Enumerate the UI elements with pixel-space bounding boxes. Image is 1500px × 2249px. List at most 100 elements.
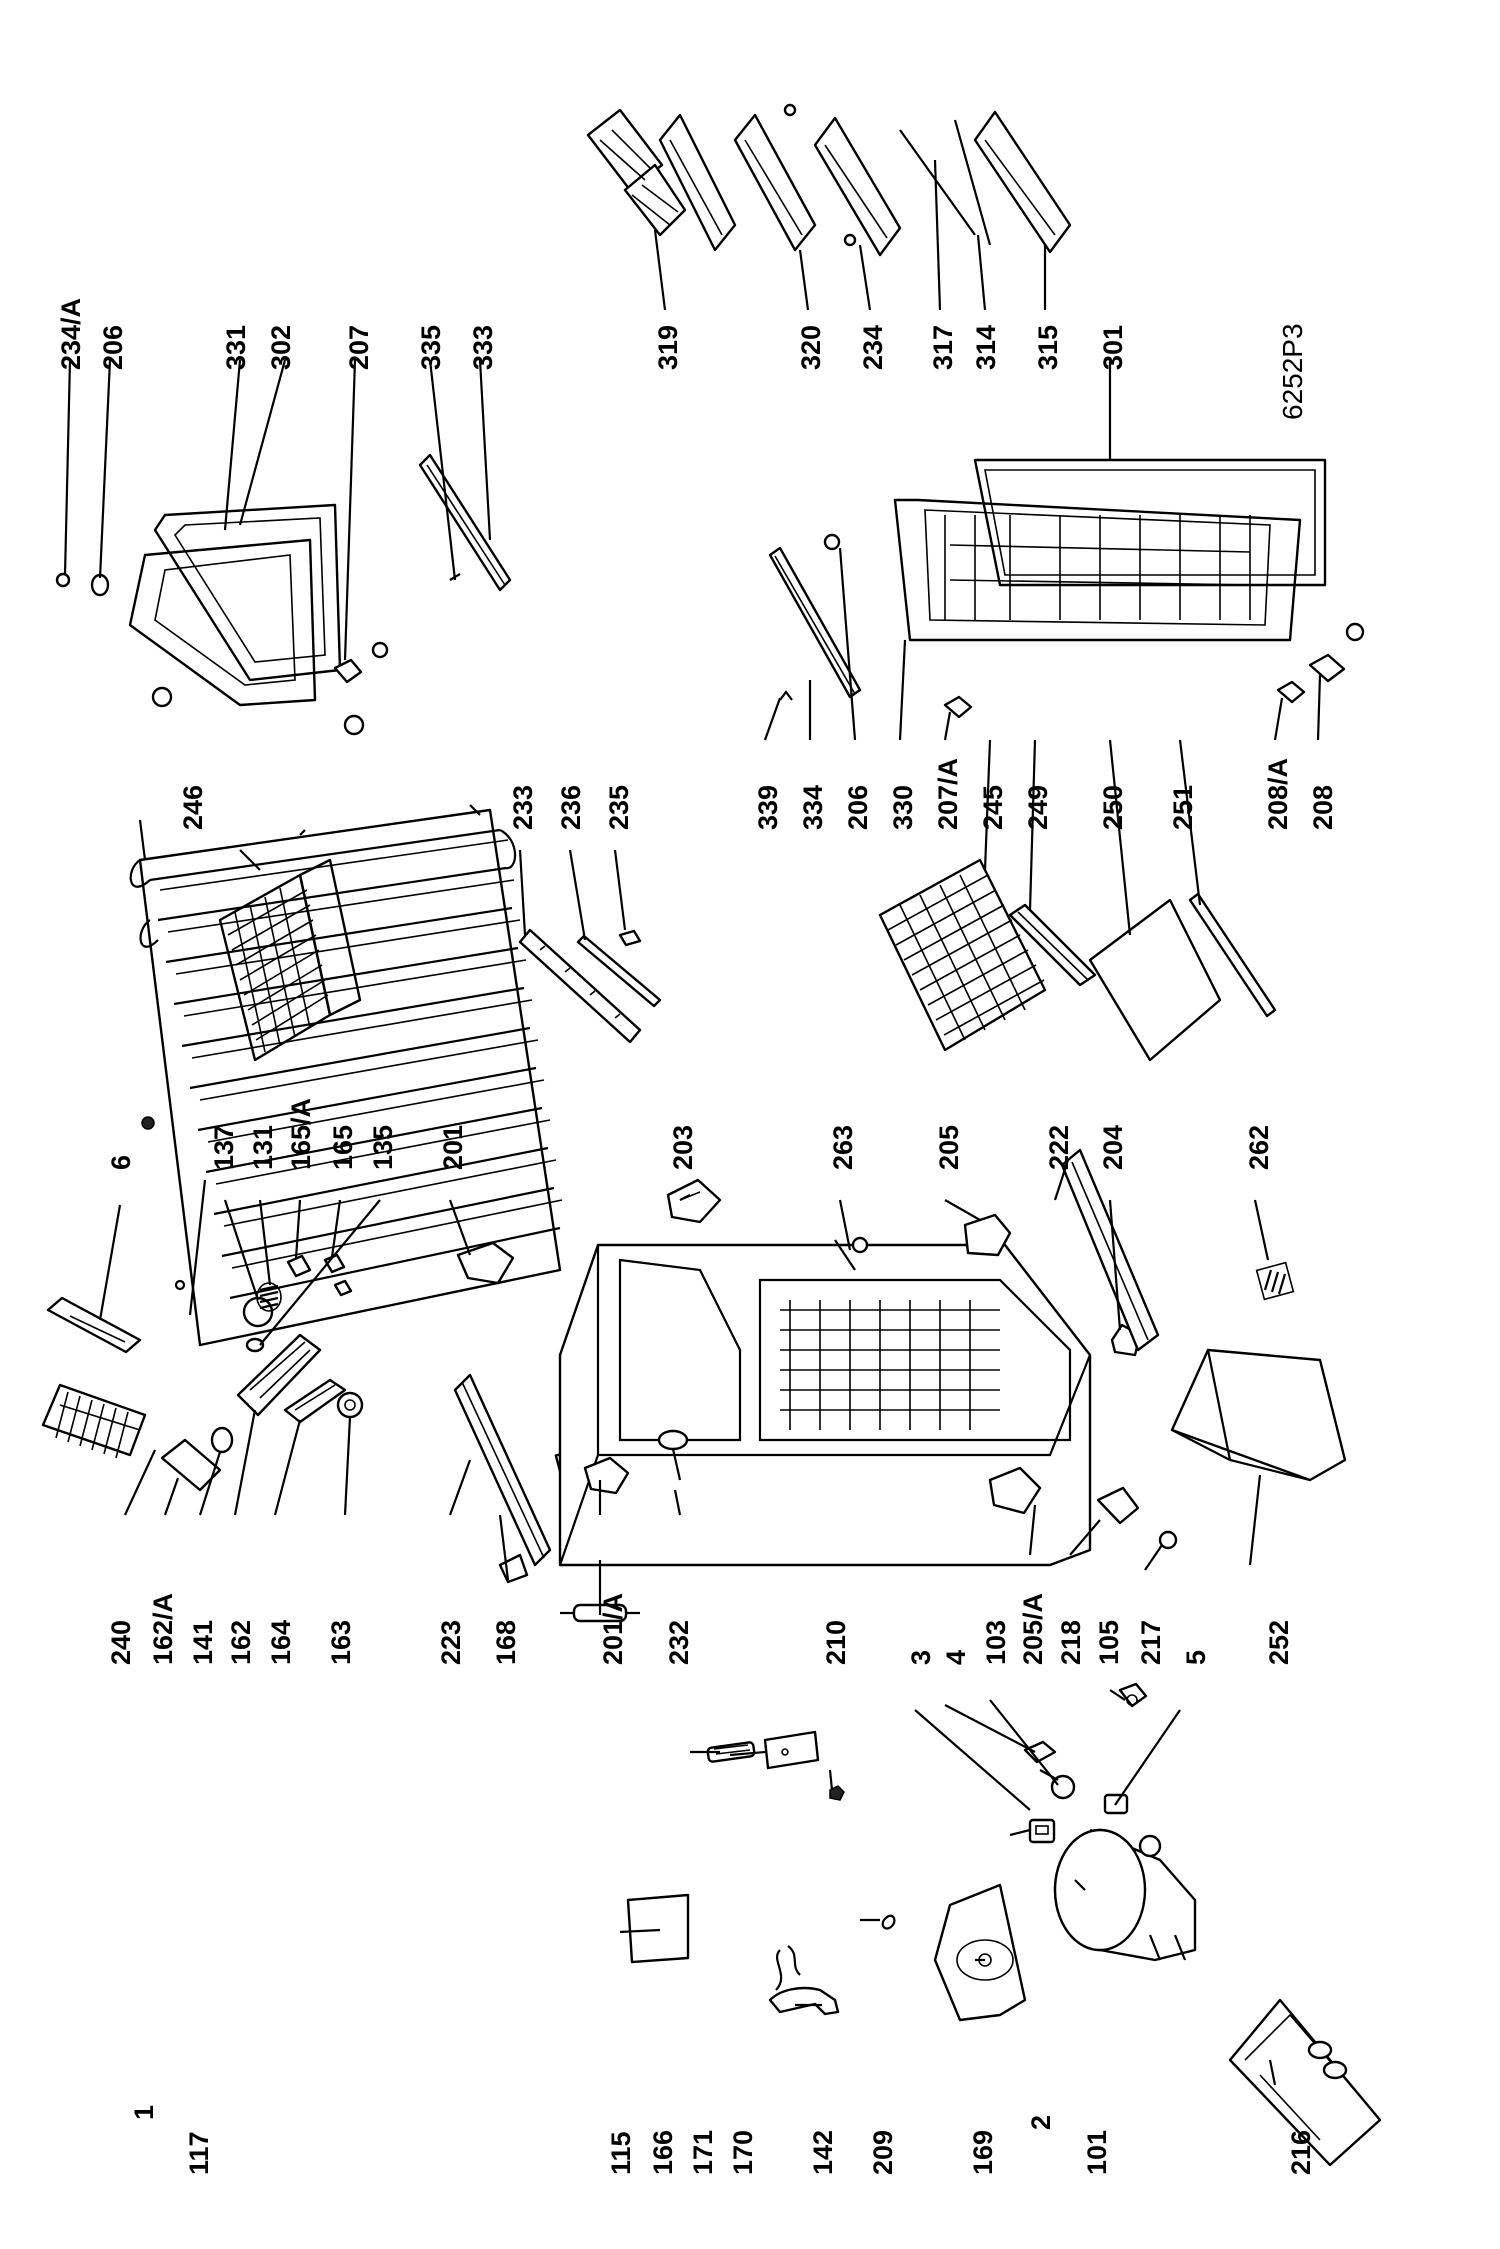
base-plate-216 [1228, 1998, 1382, 2167]
label-330: 330 [888, 785, 918, 830]
clip-235 [618, 929, 642, 947]
wire-shelf-245 [878, 858, 1047, 1052]
label-317: 317 [928, 325, 958, 370]
strip-249 [1008, 903, 1097, 987]
small-ring [174, 1279, 186, 1291]
handle-334 [768, 546, 862, 699]
spring-131 [256, 1282, 282, 1312]
part-209 [881, 1914, 896, 1930]
label-170: 170 [728, 2130, 758, 2175]
label-117: 117 [184, 2131, 214, 2175]
label-314: 314 [971, 325, 1001, 370]
thermal-protector-103 [1039, 1769, 1076, 1800]
door-gasket-301 [973, 458, 1327, 587]
screw-1 [141, 1116, 155, 1130]
label-207a: 207/A [933, 758, 963, 830]
leader-lines [63, 159, 1322, 2086]
label-207: 207 [344, 325, 374, 370]
bar-317 [899, 119, 992, 246]
hinge-203 [666, 1178, 722, 1224]
label-204: 204 [1098, 1125, 1128, 1170]
label-208a: 208/A [1263, 758, 1293, 830]
label-206: 206 [98, 325, 128, 370]
label-333: 333 [468, 325, 498, 370]
label-163: 163 [326, 1620, 356, 1665]
label-252: 252 [1264, 1620, 1294, 1665]
hinge-208 [1308, 653, 1346, 683]
plate-166 [626, 1893, 690, 1964]
label-164: 164 [266, 1620, 296, 1665]
label-250: 250 [1098, 785, 1128, 830]
label-222: 222 [1044, 1125, 1074, 1170]
knob-141 [210, 1426, 234, 1454]
label-209: 209 [868, 2130, 898, 2175]
label-115: 115 [606, 2131, 636, 2175]
stud [843, 233, 857, 247]
label-249: 249 [1023, 785, 1053, 830]
label-206b: 206 [843, 785, 873, 830]
label-162a: 162/A [148, 1593, 178, 1665]
label-208: 208 [1308, 785, 1338, 830]
label-233: 233 [508, 785, 538, 830]
strip-222 [1060, 1148, 1160, 1352]
stud [783, 103, 797, 117]
glass-shelf-250 [1088, 898, 1222, 1062]
relay-2 [1028, 1818, 1056, 1844]
pin [151, 686, 173, 708]
label-171: 171 [688, 2130, 718, 2175]
label-245: 245 [978, 785, 1008, 830]
screw-206 [823, 533, 841, 551]
door-shelf-320b [733, 113, 817, 252]
label-165a: 165/A [286, 1098, 316, 1170]
label-236: 236 [556, 785, 586, 830]
label-232: 232 [664, 1620, 694, 1665]
part-labels: 1 117 115 166 171 170 142 209 169 2 101 … [56, 298, 1338, 2175]
lamp-holder-163 [336, 1391, 364, 1419]
label-141: 141 [188, 1620, 218, 1665]
drawing-code: 6252P3 [1277, 323, 1308, 420]
knob-232 [657, 1429, 689, 1481]
label-218: 218 [1056, 1620, 1086, 1665]
hinge-205 [963, 1213, 1012, 1257]
handle-333 [418, 453, 512, 592]
cap-135 [245, 1337, 265, 1353]
drip-tray-169 [933, 1883, 1027, 2022]
label-320: 320 [796, 325, 826, 370]
strip-223 [453, 1373, 552, 1567]
freezer-door-331 [128, 538, 317, 707]
label-101: 101 [1082, 2130, 1112, 2175]
label-201: 201 [438, 1125, 468, 1170]
light-switch-164 [283, 1378, 347, 1424]
label-2: 2 [1026, 2115, 1056, 2130]
strip-233 [518, 928, 642, 1044]
cap-234a [55, 572, 71, 588]
hinge-207a [943, 695, 973, 719]
label-169: 169 [968, 2130, 998, 2175]
plate-168 [498, 1553, 529, 1584]
crisper-drawer-252 [1170, 1348, 1347, 1482]
cabinet-body [558, 1243, 1092, 1567]
strip-251 [1188, 892, 1277, 1018]
label-135: 135 [368, 1125, 398, 1170]
label-205: 205 [934, 1125, 964, 1170]
label-235: 235 [604, 785, 634, 830]
label-3: 3 [906, 1650, 936, 1665]
strip-236 [576, 934, 662, 1008]
hinge-201a [583, 1456, 630, 1495]
label-105: 105 [1094, 1620, 1124, 1665]
starter-4 [1023, 1740, 1057, 1764]
label-166: 166 [648, 2130, 678, 2175]
label-210: 210 [821, 1620, 851, 1665]
label-201a: 201/A [598, 1593, 628, 1665]
label-335: 335 [416, 325, 446, 370]
fridge-door-330 [893, 498, 1302, 642]
label-137: 137 [209, 1125, 239, 1170]
label-165: 165 [328, 1125, 358, 1170]
door-gasket-302 [153, 503, 342, 682]
hinge-208a [1276, 680, 1306, 704]
label-162: 162 [226, 1620, 256, 1665]
door-shelf-320 [658, 113, 737, 252]
label-168: 168 [491, 1620, 521, 1665]
label-263: 263 [828, 1125, 858, 1170]
